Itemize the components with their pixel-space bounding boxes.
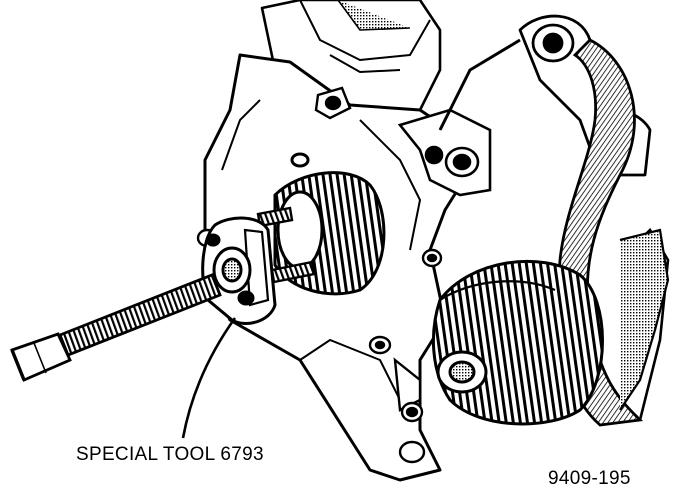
figure-number: 9409-195 <box>548 468 631 489</box>
forcing-screw <box>10 273 222 382</box>
puller-tool <box>201 216 277 325</box>
lower-fasteners <box>368 248 443 464</box>
callout-leader <box>181 317 237 439</box>
special-tool-label: SPECIAL TOOL 6793 <box>76 444 264 465</box>
crankshaft-sprocket <box>432 259 604 426</box>
mounting-bolt <box>314 86 352 120</box>
bracket <box>397 108 492 197</box>
